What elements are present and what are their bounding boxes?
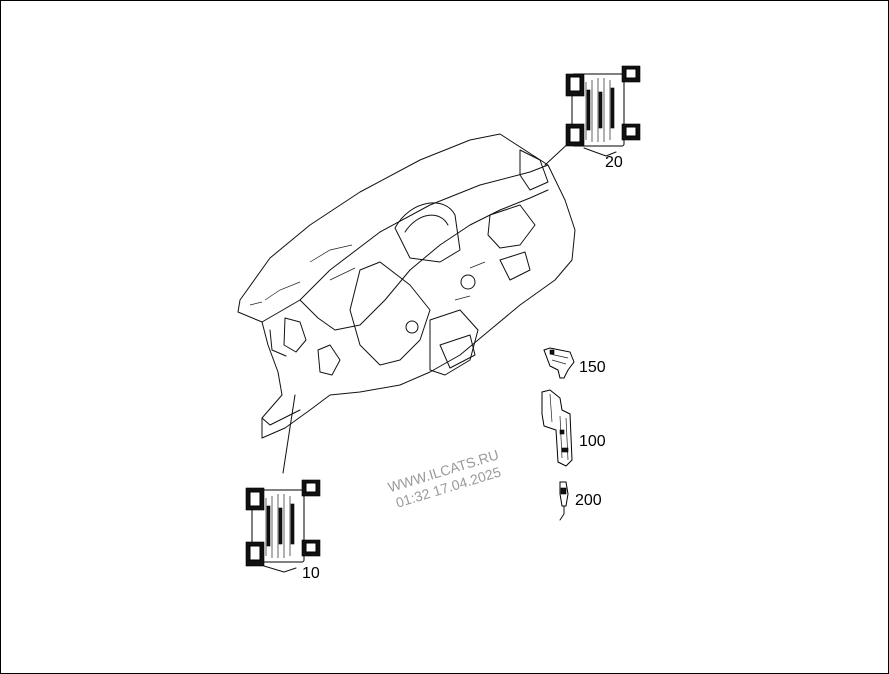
part-10-connector (245, 479, 321, 573)
part-150-clip (543, 347, 575, 379)
part-200-terminal (559, 481, 569, 521)
callout-100[interactable]: 100 (579, 433, 606, 450)
callout-20[interactable]: 20 (605, 154, 623, 171)
callout-200[interactable]: 200 (575, 492, 602, 509)
callout-10[interactable]: 10 (302, 565, 320, 582)
part-100-bracket (541, 389, 573, 467)
leader-line-10 (282, 394, 296, 474)
dashboard-illustration (237, 133, 576, 439)
part-20-connector (565, 65, 641, 157)
callout-150[interactable]: 150 (579, 359, 606, 376)
